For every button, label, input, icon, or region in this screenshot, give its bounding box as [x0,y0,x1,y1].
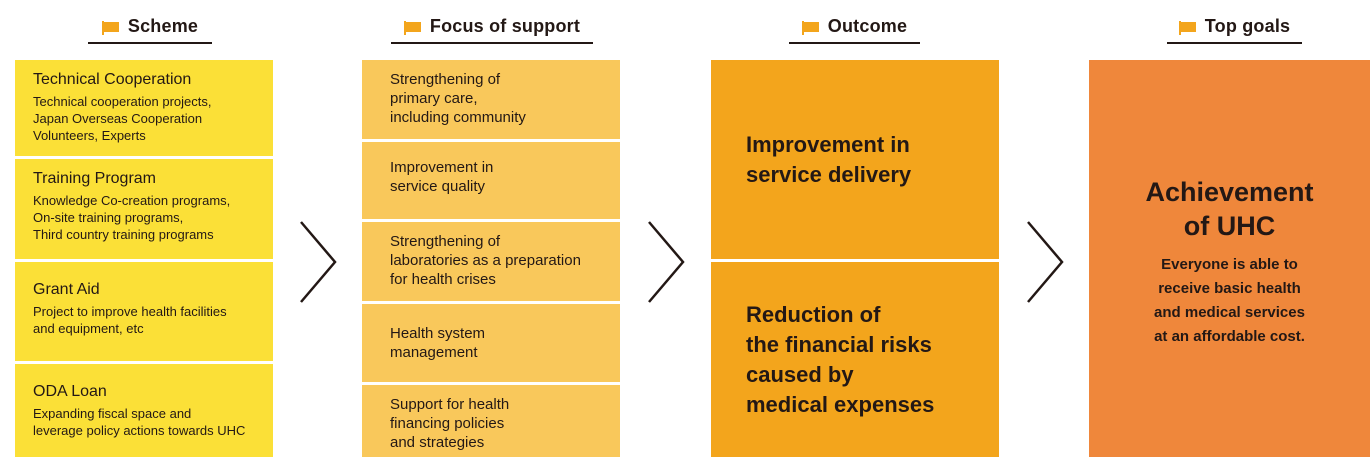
goal-title-line: of UHC [1183,211,1276,241]
focus-line: Strengthening of [390,71,501,88]
scheme-grant-aid: Grant Aid Project to improve health faci… [15,262,273,361]
header-underline [789,42,920,44]
chevron-right-icon [300,221,337,303]
outcome-line: Reduction of [746,301,881,327]
scheme-desc-line: Expanding fiscal space and [33,406,192,421]
scheme-desc-line: On-site training programs, [33,210,184,225]
goal-achievement-uhc: Achievement of UHC Everyone is able to r… [1089,60,1370,457]
focus-health-financing: Support for health financing policies an… [362,385,620,457]
header-focus-label: Focus of support [429,15,581,36]
chevron-right-icon [1027,221,1064,303]
focus-line: Support for health [390,396,510,413]
header-underline [1167,42,1302,44]
focus-line: and strategies [390,434,485,451]
flag-icon [403,19,421,35]
goal-desc-line: at an affordable cost. [1154,328,1305,345]
focus-line: Health system [390,325,486,342]
flag-icon [801,19,819,35]
focus-laboratories: Strengthening of laboratories as a prepa… [362,222,620,301]
scheme-desc-line: Technical cooperation projects, [33,94,212,109]
goal-desc-line: Everyone is able to [1161,256,1298,273]
scheme-title: Technical Cooperation [33,71,192,88]
scheme-desc-line: Knowledge Co-creation programs, [33,193,231,208]
header-underline [88,42,212,44]
header-outcome: Outcome [789,8,920,44]
header-goals-label: Top goals [1204,15,1291,36]
outcome-line: medical expenses [746,391,935,417]
focus-line: including community [390,109,526,126]
goal-desc-line: receive basic health [1158,280,1301,297]
outcome-service-delivery: Improvement in service delivery [711,60,999,259]
outcome-line: the financial risks [746,331,932,357]
focus-line: Strengthening of [390,233,501,250]
focus-line: primary care, [390,90,478,107]
scheme-technical-cooperation: Technical Cooperation Technical cooperat… [15,60,273,156]
outcome-line: Improvement in [746,131,910,157]
focus-line: for health crises [390,271,496,288]
goal-title-line: Achievement [1145,177,1314,207]
scheme-training-program: Training Program Knowledge Co-creation p… [15,159,273,259]
focus-health-system: Health system management [362,304,620,382]
focus-line: laboratories as a preparation [390,252,581,269]
header-focus: Focus of support [391,8,593,44]
focus-primary-care: Strengthening of primary care, including… [362,60,620,139]
outcome-line: caused by [746,361,854,387]
chevron-right-icon [648,221,685,303]
focus-service-quality: Improvement in service quality [362,142,620,219]
scheme-desc-line: leverage policy actions towards UHC [33,423,246,438]
focus-line: financing policies [390,415,505,432]
header-underline [391,42,593,44]
flag-icon [1178,19,1196,35]
header-outcome-label: Outcome [827,15,908,36]
scheme-desc-line: Third country training programs [33,227,214,242]
flag-icon [101,19,119,35]
header-goals: Top goals [1167,8,1302,44]
focus-line: service quality [390,178,486,195]
focus-line: Improvement in [390,159,494,176]
scheme-desc-line: Volunteers, Experts [33,128,146,143]
scheme-oda-loan: ODA Loan Expanding fiscal space and leve… [15,364,273,457]
scheme-title: ODA Loan [33,383,107,400]
goal-desc-line: and medical services [1154,304,1305,321]
scheme-desc-line: Japan Overseas Cooperation [33,111,203,126]
focus-line: management [390,344,478,361]
scheme-title: Training Program [33,170,157,187]
scheme-desc-line: Project to improve health facilities [33,304,227,319]
scheme-desc-line: and equipment, etc [33,321,144,336]
header-scheme: Scheme [88,8,212,44]
outcome-financial-risks: Reduction of the financial risks caused … [711,262,999,457]
header-scheme-label: Scheme [127,15,199,36]
outcome-line: service delivery [746,161,912,187]
scheme-title: Grant Aid [33,281,100,298]
